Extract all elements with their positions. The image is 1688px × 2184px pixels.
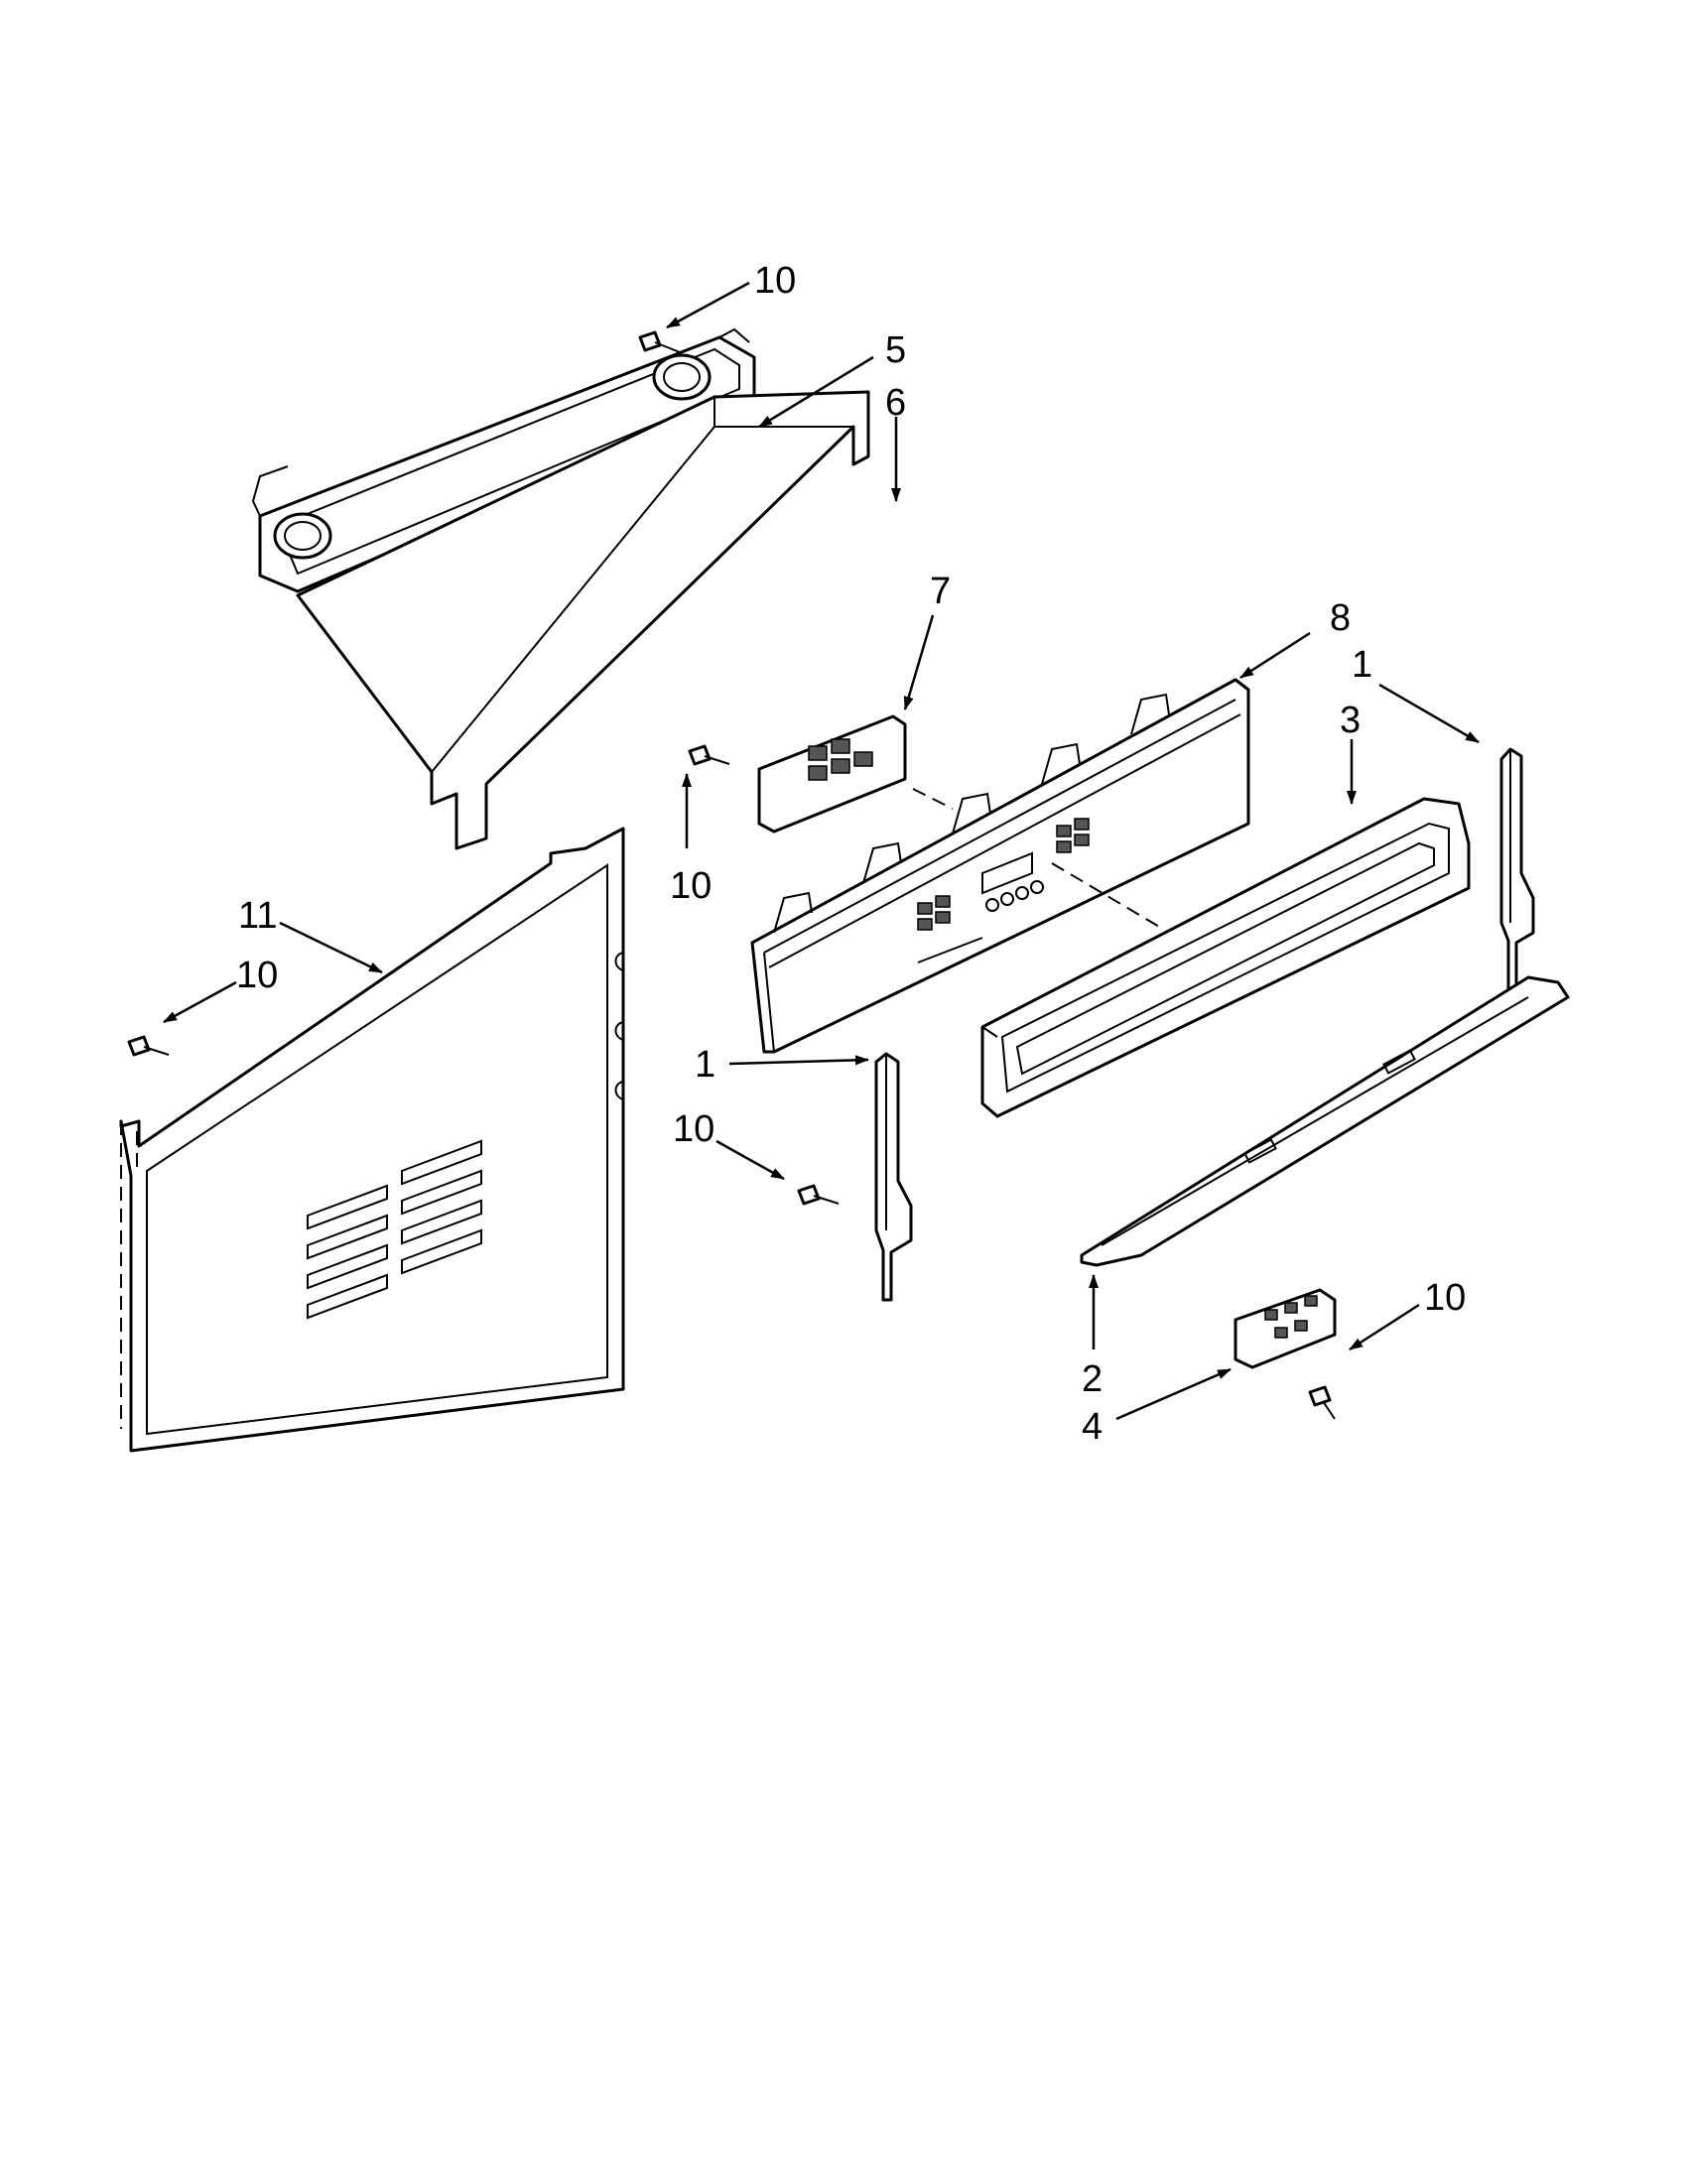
- callout-10-lowleft: 10: [673, 1108, 714, 1150]
- callout-10-left: 10: [236, 955, 278, 996]
- callout-8: 8: [1330, 597, 1351, 639]
- part-6-channel: [296, 390, 870, 850]
- part-2-bottom-trim: [1080, 975, 1570, 1267]
- callout-2: 2: [1082, 1358, 1103, 1400]
- leader-lines: [163, 281, 1480, 1421]
- vent-slots: [307, 1139, 482, 1320]
- part-1-bracket-right: [1499, 747, 1535, 994]
- callout-4: 4: [1082, 1406, 1103, 1448]
- callout-3: 3: [1340, 700, 1361, 741]
- callout-10-top: 10: [754, 260, 796, 302]
- part-7-control-board: [757, 714, 954, 834]
- part-4-terminal-block: [1234, 1288, 1337, 1369]
- callout-1-right: 1: [1352, 644, 1372, 686]
- callout-10-right: 10: [1424, 1277, 1466, 1319]
- screw-lowleft: [797, 1184, 840, 1206]
- screw-mid: [688, 744, 730, 766]
- callout-1-left: 1: [695, 1044, 715, 1086]
- part-8-console-panel: [750, 678, 1250, 1054]
- screw-left: [127, 1035, 170, 1057]
- callout-10-mid: 10: [670, 865, 712, 907]
- callout-7: 7: [930, 571, 951, 612]
- callout-labels: 10 5 6 7 8 1 3 10 11 10 1 10 10 2 4: [236, 260, 1466, 1448]
- callout-5: 5: [885, 329, 906, 371]
- screw-right: [1308, 1385, 1336, 1420]
- callout-11: 11: [238, 895, 277, 937]
- callout-6: 6: [885, 382, 906, 424]
- part-3-trim-frame: [980, 797, 1471, 1118]
- screw-top: [638, 330, 681, 353]
- part-5-panel: [251, 327, 756, 593]
- part-11-back-panel: [119, 827, 625, 1453]
- part-1-bracket-left: [874, 1052, 913, 1302]
